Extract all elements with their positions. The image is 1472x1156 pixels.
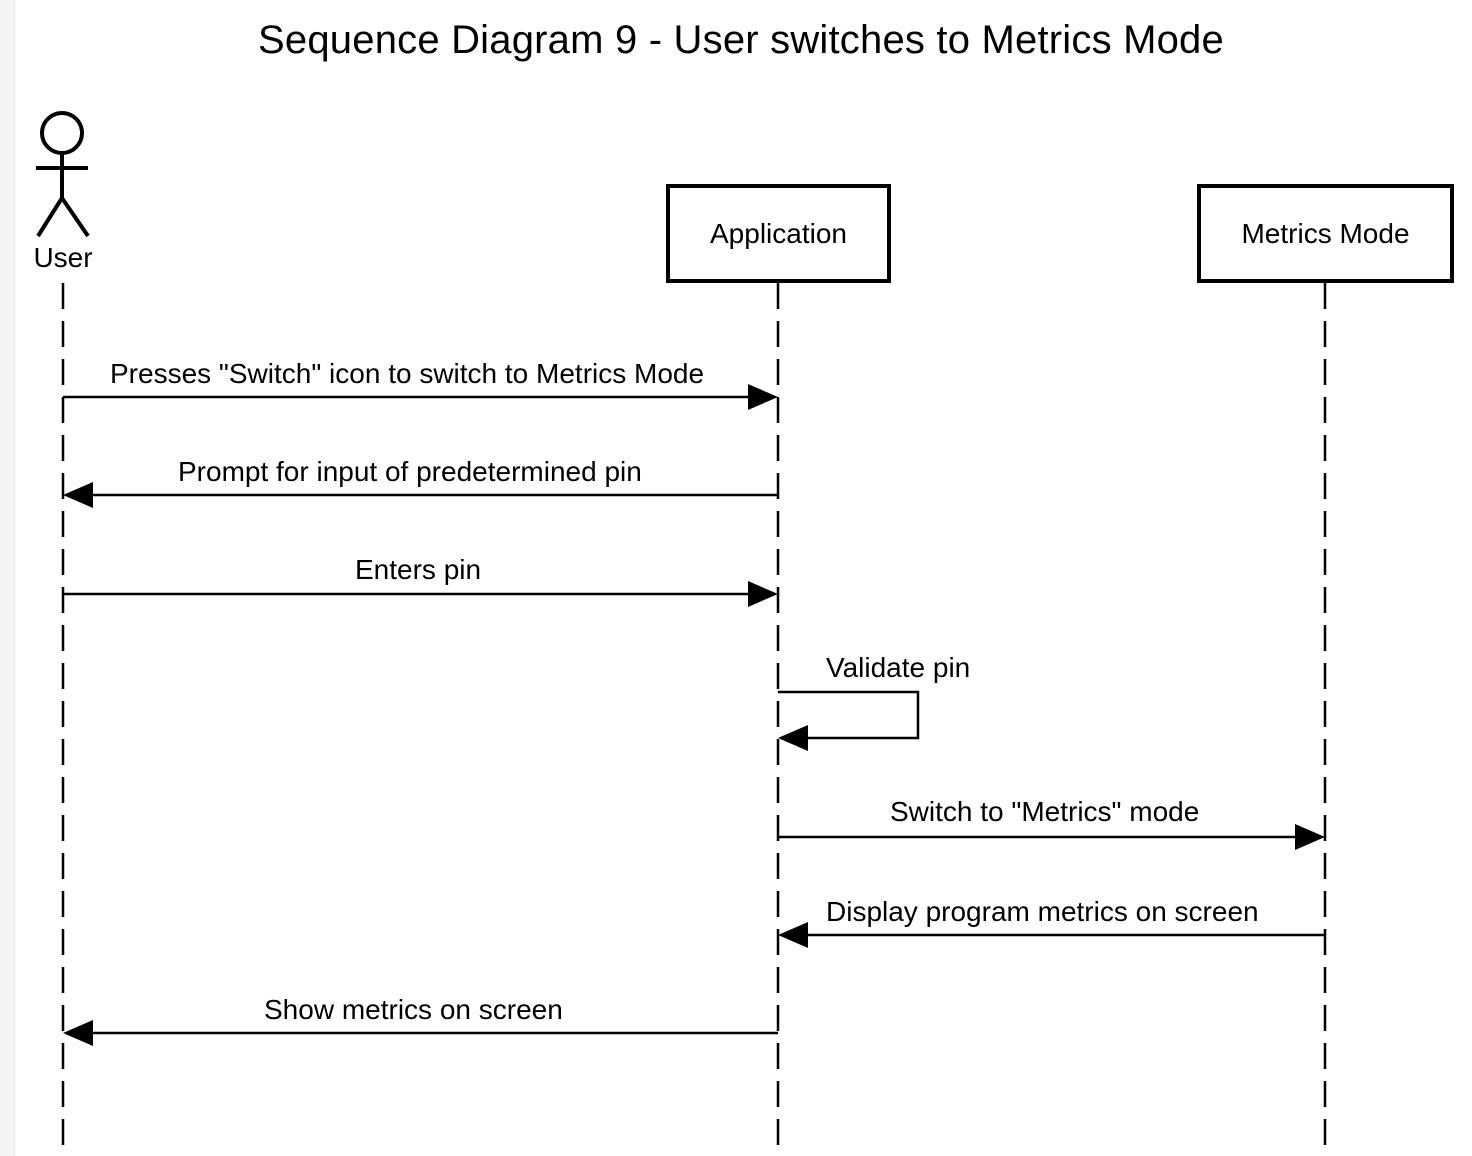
- message-label: Show metrics on screen: [262, 994, 565, 1026]
- message-label: Presses "Switch" icon to switch to Metri…: [108, 358, 707, 390]
- participant-metrics-mode: Metrics Mode: [1197, 184, 1454, 283]
- message-label: Switch to "Metrics" mode: [888, 796, 1202, 828]
- message-arrow: [63, 581, 778, 607]
- actor-label-user: User: [33, 242, 93, 273]
- message-arrow: [63, 482, 778, 508]
- message-label: Enters pin: [353, 554, 484, 586]
- participant-application: Application: [666, 184, 891, 283]
- message-arrow: [63, 1020, 778, 1046]
- diagram-title: Sequence Diagram 9 - User switches to Me…: [258, 18, 1224, 62]
- message-arrow: [778, 824, 1325, 850]
- self-message-arrow: [778, 690, 920, 751]
- participant-label: Application: [710, 217, 847, 249]
- message-label: Display program metrics on screen: [824, 896, 1261, 928]
- user-actor-icon: [36, 111, 90, 238]
- participant-label: Metrics Mode: [1241, 217, 1410, 249]
- message-label: Prompt for input of predetermined pin: [176, 456, 644, 488]
- message-arrow: [63, 384, 778, 410]
- canvas-edge: [0, 0, 15, 1156]
- message-arrow: [778, 922, 1325, 948]
- message-label: Validate pin: [824, 652, 973, 684]
